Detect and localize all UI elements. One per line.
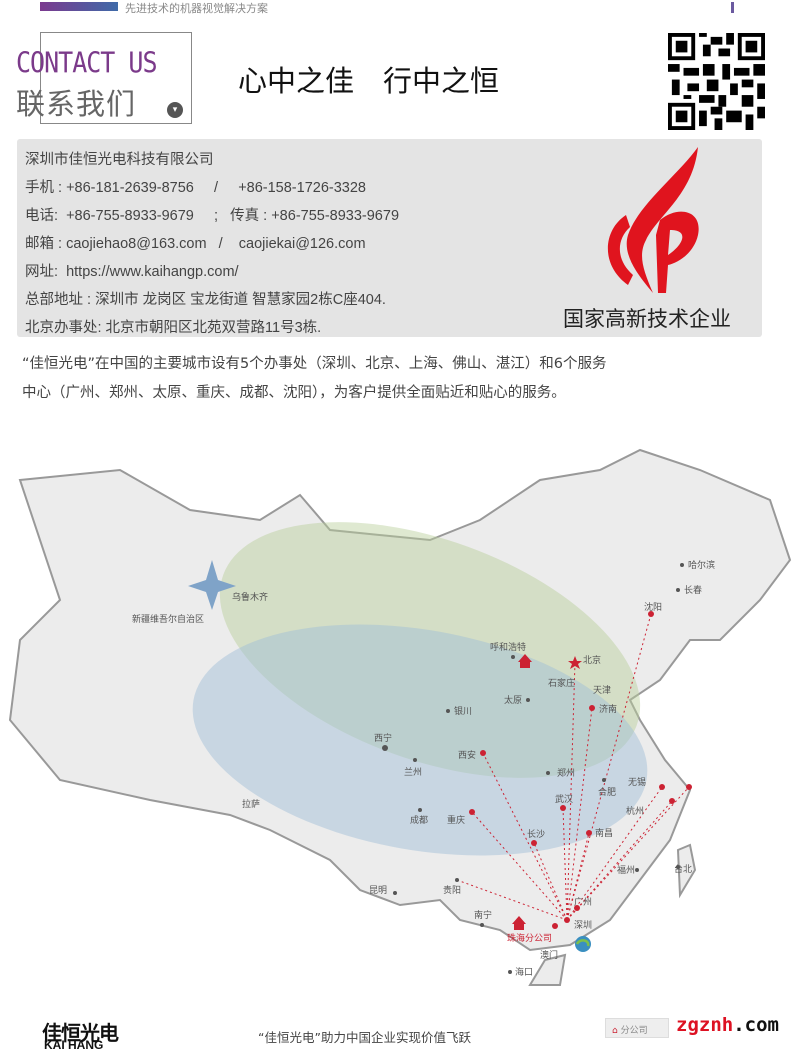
city-label: 福州 [617, 864, 635, 876]
watermark: zgznh.com [676, 1014, 779, 1036]
legend-label: 分公司 [620, 1026, 648, 1036]
city-label: 西安 [458, 749, 476, 761]
city-dots [382, 563, 684, 974]
city-label: 重庆 [447, 814, 465, 826]
page-marker [731, 2, 734, 13]
intro-line-2: 中心（广州、郑州、太原、重庆、成都、沈阳），为客户提供全面贴近和贴心的服务。 [22, 385, 566, 401]
city-label: 哈尔滨 [688, 559, 715, 571]
city-label: 广州 [574, 896, 592, 908]
city-label: 济南 [599, 703, 617, 715]
house-icon [518, 654, 532, 668]
blue-swoosh [192, 624, 648, 856]
city-label: 天津 [593, 685, 611, 696]
capital-star-icon [568, 656, 582, 669]
intro-line-1: “佳恒光电”在中国的主要城市设有5个办事处（深圳、北京、上海、佛山、湛江）和6个… [22, 356, 607, 372]
city-label: 长沙 [527, 828, 545, 840]
city-label: 呼和浩特 [490, 641, 526, 653]
city-label: 北京 [583, 654, 601, 666]
city-label: 台北 [674, 863, 692, 875]
contact-heading-cn: 联系我们 [16, 87, 137, 121]
contact-info-panel: 深圳市佳恒光电科技有限公司 手机 : +86-181-2639-8756 / +… [17, 139, 762, 337]
china-outline [8, 448, 792, 986]
high-tech-enterprise-caption: 国家高新技术企业 [563, 307, 731, 331]
star-sparkle-icon [188, 560, 236, 610]
city-label: 杭州 [626, 805, 644, 817]
house-icon: ⌂ [612, 1026, 618, 1036]
city-label: 贵阳 [443, 884, 461, 896]
email-addresses[interactable]: 邮箱 : caojiehao8@163.com / caojiekai@126.… [25, 236, 366, 252]
city-label: 西宁 [374, 732, 392, 744]
watermark-tld: .com [733, 1014, 779, 1036]
city-label: 长春 [684, 584, 702, 596]
qr-code [668, 33, 765, 130]
hq-address: 总部地址 : 深圳市 龙岗区 宝龙街道 智慧家园2栋C座404. [25, 292, 386, 308]
office-dots [469, 611, 692, 929]
footer-logo-cn: 佳恒光电 [42, 1021, 119, 1045]
city-label: 银川 [454, 705, 472, 717]
header-tagline: 先进技术的机器视觉解决方案 [125, 2, 268, 15]
top-accent-bar [40, 2, 118, 11]
city-label: 沈阳 [644, 601, 662, 613]
city-label: 拉萨 [242, 798, 260, 810]
footer-logo-en: KAI HANG [44, 1038, 104, 1052]
city-label: 澳门 [540, 949, 558, 961]
contact-heading-en: CONTACT US [16, 46, 158, 80]
mobile-numbers: 手机 : +86-181-2639-8756 / +86-158-1726-33… [25, 180, 366, 196]
city-label: 武汉 [555, 793, 573, 805]
green-swoosh [219, 522, 641, 778]
route-lines [456, 613, 690, 921]
website-link[interactable]: 网址: https://www.kaihangp.com/ [25, 264, 239, 280]
branch-label: 珠海分公司 [507, 932, 552, 944]
china-service-map: 新疆维吾尔自治区 哈尔滨 长春 沈阳 乌鲁木齐 呼和浩特 北京 天津 石家庄 济… [8, 448, 792, 986]
city-label: 石家庄 [548, 677, 575, 689]
slogan: 心中之佳 行中之恒 [238, 64, 500, 98]
chevron-down-icon: ▾ [167, 102, 183, 118]
city-label: 兰州 [404, 766, 422, 778]
beijing-office-address: 北京办事处: 北京市朝阳区北苑双营路11号3栋. [25, 320, 322, 336]
city-label: 南昌 [595, 827, 613, 839]
city-label: 合肥 [598, 786, 616, 798]
high-tech-enterprise-logo [607, 147, 699, 293]
footer-slogan: “佳恒光电”助力中国企业实现价值飞跃 [258, 1030, 471, 1045]
city-label: 海口 [515, 966, 533, 978]
city-label: 太原 [504, 694, 522, 706]
city-label: 深圳 [574, 920, 592, 931]
city-label: 郑州 [557, 767, 575, 779]
city-label: 昆明 [369, 885, 387, 896]
city-label: 乌鲁木齐 [232, 591, 268, 603]
phone-fax: 电话: +86-755-8933-9679 ; 传真 : +86-755-893… [25, 208, 400, 224]
city-label: 无锡 [628, 777, 646, 788]
company-name: 深圳市佳恒光电科技有限公司 [25, 152, 214, 168]
contact-frame [40, 32, 192, 124]
map-legend: ⌂ 分公司 [605, 1018, 669, 1038]
region-label: 新疆维吾尔自治区 [132, 613, 204, 625]
branch-house-icon [512, 916, 526, 930]
city-label: 成都 [410, 814, 428, 826]
city-label: 南宁 [474, 909, 492, 921]
watermark-domain: zgznh [676, 1014, 734, 1036]
